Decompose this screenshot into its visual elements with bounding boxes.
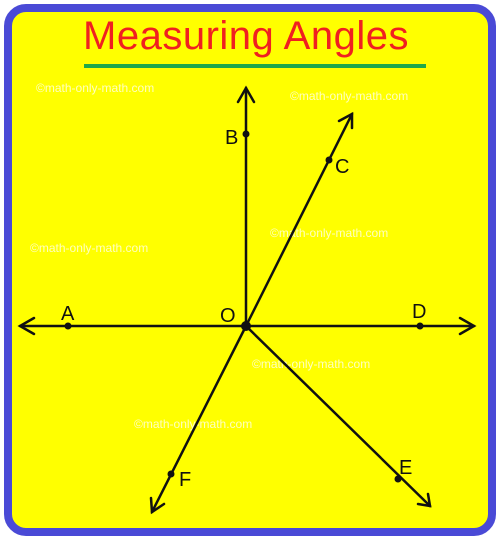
arrowhead-left: [17, 316, 36, 336]
point-d: [416, 322, 424, 330]
ray-of: [150, 324, 248, 514]
watermark-6: ©math-only-math.com: [134, 417, 252, 431]
title-underline: [84, 64, 426, 68]
point-c: [325, 156, 333, 164]
point-e: [394, 475, 402, 483]
arrowhead-b: [236, 85, 256, 104]
watermark-4: ©math-only-math.com: [270, 226, 388, 240]
label-a: A: [61, 303, 75, 325]
page-title: Measuring Angles: [83, 14, 409, 58]
arrowhead-right: [458, 316, 477, 336]
label-b: B: [225, 127, 238, 149]
label-o: O: [220, 305, 236, 327]
watermark-3: ©math-only-math.com: [30, 241, 148, 255]
arrowhead-c: [337, 111, 354, 130]
watermark-1: ©math-only-math.com: [36, 81, 154, 95]
watermark-2: ©math-only-math.com: [290, 89, 408, 103]
arrowhead-e: [416, 492, 432, 508]
watermark-5: ©math-only-math.com: [252, 357, 370, 371]
ray-oc: [244, 112, 354, 328]
label-d: D: [412, 301, 426, 323]
label-e: E: [399, 457, 412, 479]
point-o: [241, 321, 251, 331]
point-f: [167, 470, 175, 478]
label-c: C: [335, 156, 349, 178]
label-f: F: [179, 469, 191, 491]
arrowhead-f: [149, 496, 166, 515]
point-a: [64, 322, 72, 330]
point-b: [242, 130, 250, 138]
ray-oe: [244, 324, 432, 508]
